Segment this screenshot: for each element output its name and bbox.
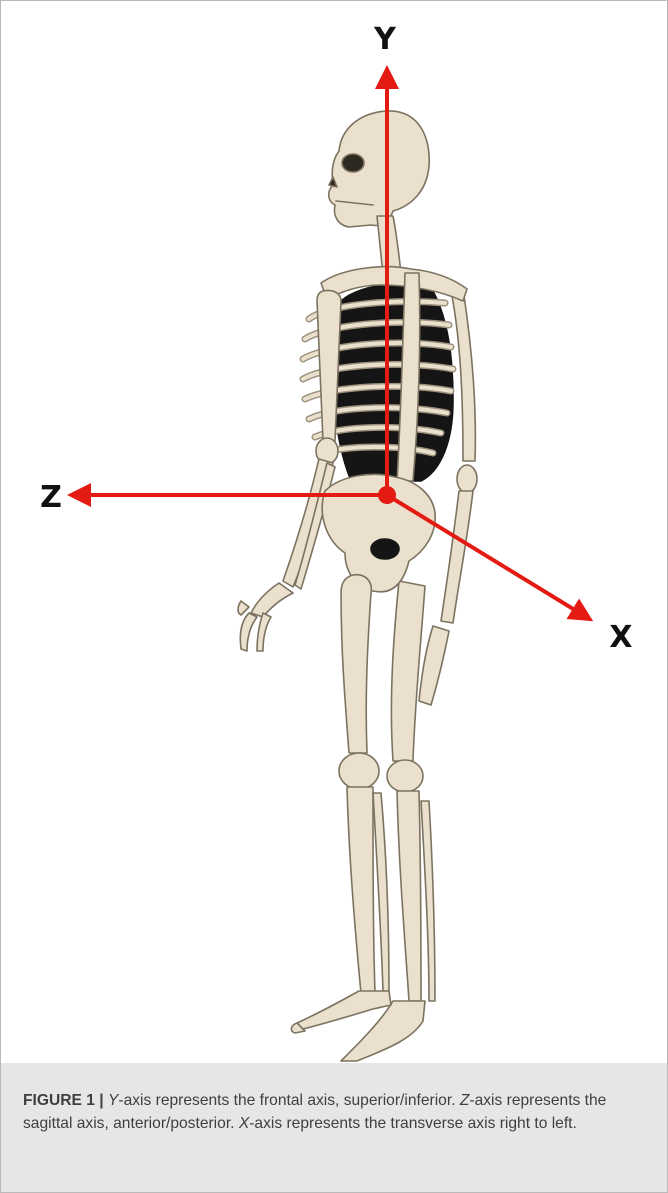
caption-z-axis: Z xyxy=(460,1092,470,1109)
near-hand xyxy=(238,583,293,651)
caption-y-text: -axis represents the frontal axis, super… xyxy=(118,1092,459,1109)
near-knee xyxy=(339,753,379,789)
near-tibia xyxy=(347,787,375,993)
caption-y-axis: Y xyxy=(108,1092,118,1109)
skeleton-illustration xyxy=(238,111,477,1061)
x-axis-label: X xyxy=(609,620,632,655)
figure-caption: FIGURE 1 | Y-axis represents the frontal… xyxy=(23,1089,645,1135)
axes-origin xyxy=(378,486,396,504)
figure-illustration: Y Z X xyxy=(1,1,667,1063)
z-axis-label: Z xyxy=(40,480,62,515)
caption-x-text: -axis represents the transverse axis rig… xyxy=(249,1115,577,1132)
figure-caption-box: FIGURE 1 | Y-axis represents the frontal… xyxy=(1,1063,667,1192)
caption-x-axis: X xyxy=(239,1115,249,1132)
y-axis-label: Y xyxy=(373,22,397,57)
figure-number: FIGURE 1 | xyxy=(23,1092,104,1109)
near-femur xyxy=(341,575,371,753)
skull xyxy=(329,111,430,227)
